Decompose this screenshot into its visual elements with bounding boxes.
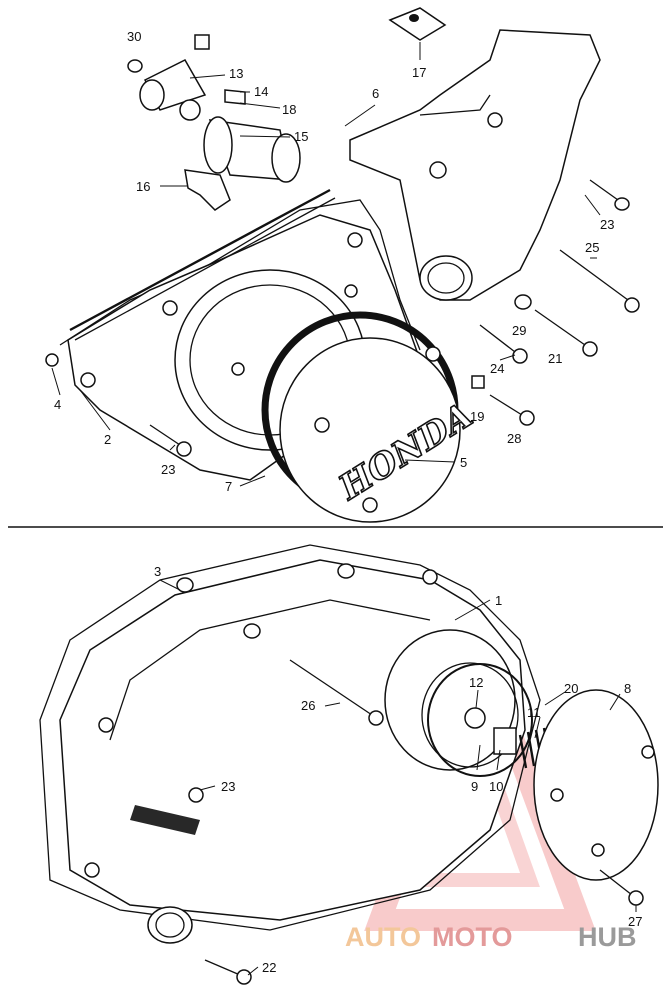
label-23-bottom: 23	[221, 779, 235, 794]
label-22: 22	[262, 960, 276, 975]
leader-lines	[51, 42, 637, 976]
label-24: 24	[490, 361, 504, 376]
label-4: 4	[54, 397, 61, 412]
label-20: 20	[564, 681, 578, 696]
label-5: 5	[460, 455, 467, 470]
label-8: 8	[624, 681, 631, 696]
label-11: 11	[527, 705, 541, 720]
label-26: 26	[301, 698, 315, 713]
label-16: 16	[136, 179, 150, 194]
label-7: 7	[225, 479, 232, 494]
label-2: 2	[104, 432, 111, 447]
label-17: 17	[412, 65, 426, 80]
label-30: 30	[127, 29, 141, 44]
label-28: 28	[507, 431, 521, 446]
watermark-moto: MOTO	[432, 922, 513, 952]
label-18: 18	[282, 102, 296, 117]
label-10: 10	[489, 779, 503, 794]
label-23-top-right: 23	[600, 217, 614, 232]
label-19: 19	[470, 409, 484, 424]
label-14: 14	[254, 84, 268, 99]
watermark-auto: AUTO	[345, 922, 421, 952]
label-13: 13	[229, 66, 243, 81]
label-27: 27	[628, 914, 642, 929]
label-12: 12	[469, 675, 483, 690]
bottom-assembly	[39, 544, 659, 985]
label-9: 9	[471, 779, 478, 794]
label-3: 3	[154, 564, 161, 579]
label-23-top-left: 23	[161, 462, 175, 477]
label-21: 21	[548, 351, 562, 366]
callout-labels: 30 13 14 18 15 16 17 6 23 25 29 21 24 19…	[54, 29, 642, 975]
label-25: 25	[585, 240, 599, 255]
top-assembly	[45, 7, 640, 523]
label-15: 15	[294, 129, 308, 144]
label-29: 29	[512, 323, 526, 338]
watermark-hub: HUB	[578, 922, 637, 952]
label-1: 1	[495, 593, 502, 608]
watermark-text: AUTO MOTO HUB	[345, 922, 637, 952]
label-6: 6	[372, 86, 379, 101]
